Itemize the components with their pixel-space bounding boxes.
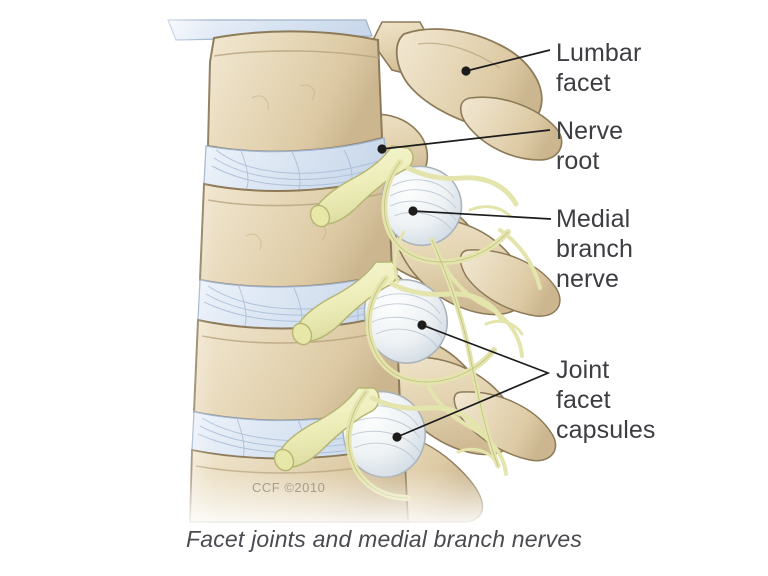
- medial-branch-1c: [440, 260, 524, 358]
- nerve-network-group: [273, 145, 542, 501]
- medial-branch-twig-2: [484, 319, 524, 336]
- annotation-joint-facet-capsules: Joint facet capsules: [556, 356, 656, 444]
- annotation-medial-branch-nerve: Medial branch nerve: [556, 205, 634, 293]
- capsule-2-fibers: [371, 293, 443, 349]
- lumbar-facet-top-ridge: [417, 42, 501, 69]
- medial-branch-2c: [424, 380, 508, 476]
- leader-nerve-root: [377, 129, 551, 154]
- capsule-1-fibers: [389, 179, 457, 231]
- leader-medial-branch-nerve: [408, 206, 552, 220]
- medial-branch-lateral: [498, 228, 542, 290]
- medial-branch-2b: [389, 281, 505, 323]
- figure-caption: Facet joints and medial branch nerves: [185, 526, 583, 552]
- medial-branch-1b: [405, 165, 519, 207]
- vertebral-body-1: [206, 30, 384, 153]
- transverse-process-middle: [459, 249, 561, 317]
- medial-branch-3b: [369, 395, 485, 437]
- medial-branch-twig-1: [468, 205, 512, 218]
- vertebral-body-1-texture: [251, 84, 315, 111]
- copyright-notice: CCF ©2010: [252, 480, 326, 495]
- annotation-lumbar-facet: Lumbar facet: [556, 39, 642, 97]
- nerve-root-3-cut-end: [273, 448, 295, 472]
- leader-lumbar-facet: [461, 49, 551, 76]
- vertebral-body-1-endplate: [213, 50, 381, 59]
- annotation-nerve-root: Nerve root: [556, 117, 624, 175]
- nerve-root-1-cut-end: [309, 204, 331, 228]
- transverse-process-top: [459, 96, 563, 161]
- bottom-edge-fade: [0, 470, 560, 530]
- nerve-root-2-cut-end: [291, 322, 313, 346]
- medial-branch-twig-4: [393, 230, 406, 284]
- medial-branch-twig-3: [456, 447, 498, 464]
- leader-joint-facet-capsules: [392, 320, 551, 442]
- leader-lines-group: [377, 49, 552, 442]
